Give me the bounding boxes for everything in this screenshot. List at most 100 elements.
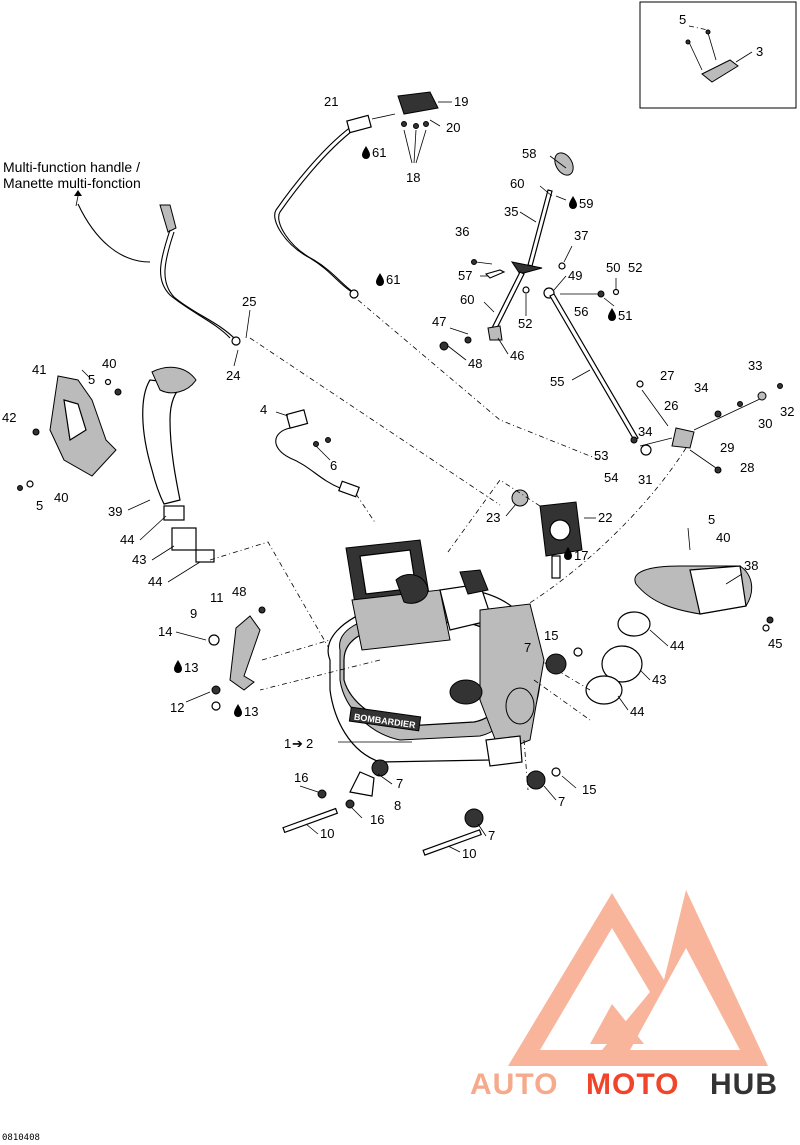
callout-30: 30 [758, 416, 772, 431]
callout-61: 61 [372, 145, 386, 160]
callout-36: 36 [455, 224, 469, 239]
callout-39: 39 [108, 504, 122, 519]
callout-7: 7 [524, 640, 531, 655]
handle-note-en: Multi-function handle / [3, 159, 140, 175]
callout-34: 34 [694, 380, 708, 395]
callout-60: 60 [510, 176, 524, 191]
watermark-hub: HUB [710, 1068, 778, 1101]
callout-46: 46 [510, 348, 524, 363]
callout-44: 44 [120, 532, 134, 547]
callout-18: 18 [406, 170, 420, 185]
callout-7: 7 [396, 776, 403, 791]
callout-49: 49 [568, 268, 582, 283]
callout-5: 5 [679, 12, 686, 27]
callout-1: 1 [284, 736, 291, 751]
callout-42: 42 [2, 410, 16, 425]
callout-40: 40 [54, 490, 68, 505]
callout-17: 17 [574, 548, 588, 563]
callout-27: 27 [660, 368, 674, 383]
watermark-auto: AUTO [470, 1068, 558, 1101]
callout-59: 59 [579, 196, 593, 211]
callout-47: 47 [432, 314, 446, 329]
lower-hardware: 16 7 8 16 10 7 10 7 15 7 15 [282, 628, 596, 861]
callout-13: 13 [244, 704, 258, 719]
callout-22: 22 [598, 510, 612, 525]
callout-19: 19 [454, 94, 468, 109]
callout-43: 43 [652, 672, 666, 687]
callout-11: 11 [210, 590, 224, 605]
callout-43: 43 [132, 552, 146, 567]
callout-31: 31 [638, 472, 652, 487]
callout-10: 10 [462, 846, 476, 861]
throttle-body: 22 23 17 [447, 479, 612, 579]
throttle-cable: 25 24 [159, 204, 501, 506]
callout-48: 48 [232, 584, 246, 599]
callout-13: 13 [184, 660, 198, 675]
callout-29: 29 [720, 440, 734, 455]
callout-8: 8 [394, 798, 401, 813]
callout-5: 5 [36, 498, 43, 513]
callout-14: 14 [158, 624, 172, 639]
arrow-glyph: ➔ [292, 736, 303, 751]
callout-52: 52 [628, 260, 642, 275]
drawing-code: 0810408 [2, 1133, 40, 1143]
callout-40: 40 [102, 356, 116, 371]
callout-21: 21 [324, 94, 338, 109]
callout-45: 45 [768, 636, 782, 651]
watermark-logo [508, 890, 768, 1066]
choke-cable: 21 19 20 18 61 61 [274, 91, 601, 461]
shift-linkage: 27 34 33 32 30 26 34 29 53 54 31 28 [499, 358, 794, 621]
callout-28: 28 [740, 460, 754, 475]
callout-3: 3 [756, 44, 763, 59]
callout-5: 5 [88, 372, 95, 387]
callout-55: 55 [550, 374, 564, 389]
handle-note-fr: Manette multi-fonction [3, 175, 141, 191]
callout-35: 35 [504, 204, 518, 219]
exhaust-duct: 41 42 40 5 40 5 39 44 43 44 [2, 356, 331, 651]
callout-40: 40 [716, 530, 730, 545]
callout-9: 9 [190, 606, 197, 621]
watermark-moto: MOTO [586, 1068, 679, 1101]
callout-15: 15 [582, 782, 596, 797]
callout-56: 56 [574, 304, 588, 319]
callout-41: 41 [32, 362, 46, 377]
callout-58: 58 [522, 146, 536, 161]
callout-61: 61 [386, 272, 400, 287]
callout-16: 16 [294, 770, 308, 785]
callout-44: 44 [148, 574, 162, 589]
callout-7: 7 [558, 794, 565, 809]
callout-52: 52 [518, 316, 532, 331]
engine-assembly: BOMBARDIER 1 ➔ 2 [259, 539, 591, 828]
engine-mount: 9 11 48 14 13 12 13 [158, 584, 331, 719]
callout-57: 57 [458, 268, 472, 283]
callout-33: 33 [748, 358, 762, 373]
air-intake-duct: 5 40 38 45 44 43 44 [539, 512, 782, 719]
callout-53: 53 [594, 448, 608, 463]
shift-lever: 58 60 59 35 36 37 57 49 60 52 47 48 46 5… [432, 146, 642, 441]
callout-34: 34 [638, 424, 652, 439]
callout-16: 16 [370, 812, 384, 827]
callout-5: 5 [708, 512, 715, 527]
callout-4: 4 [260, 402, 267, 417]
ignition-coil: 4 6 [260, 402, 377, 525]
callout-48: 48 [468, 356, 482, 371]
callout-32: 32 [780, 404, 794, 419]
callout-23: 23 [486, 510, 500, 525]
watermark-text: AUTO MOTO HUB [470, 1068, 778, 1101]
callout-26: 26 [664, 398, 678, 413]
callout-10: 10 [320, 826, 334, 841]
callout-12: 12 [170, 700, 184, 715]
handle-note: Multi-function handle / Manette multi-fo… [3, 159, 151, 263]
callout-24: 24 [226, 368, 240, 383]
callout-7: 7 [488, 828, 495, 843]
callout-15: 15 [544, 628, 558, 643]
callout-60: 60 [460, 292, 474, 307]
callout-20: 20 [446, 120, 460, 135]
callout-44: 44 [630, 704, 644, 719]
callout-44: 44 [670, 638, 684, 653]
callout-25: 25 [242, 294, 256, 309]
callout-37: 37 [574, 228, 588, 243]
callout-51: 51 [618, 308, 632, 323]
callout-38: 38 [744, 558, 758, 573]
